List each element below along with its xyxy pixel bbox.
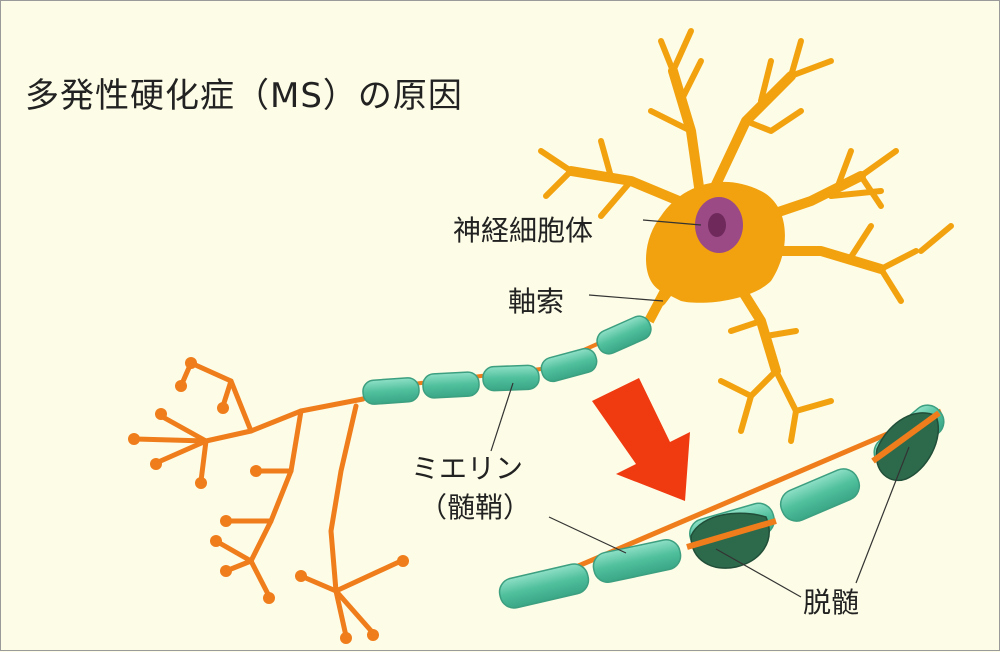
axon-terminals [133,360,404,639]
red-arrow [592,378,690,501]
label-myelin: ミエリン [411,452,524,485]
terminal-bulbs [128,357,409,644]
leader-lines [490,219,910,598]
myelin-segments-upper [362,315,652,405]
label-axon: 軸索 [508,285,565,318]
axon [644,286,671,324]
label-cell-body: 神経細胞体 [453,214,594,247]
nucleus [695,197,743,253]
label-myelin-sheath: （髄鞘） [419,491,532,524]
label-demyelination: 脱髄 [803,586,860,619]
page-title: 多発性硬化症（MS）の原因 [25,76,463,116]
